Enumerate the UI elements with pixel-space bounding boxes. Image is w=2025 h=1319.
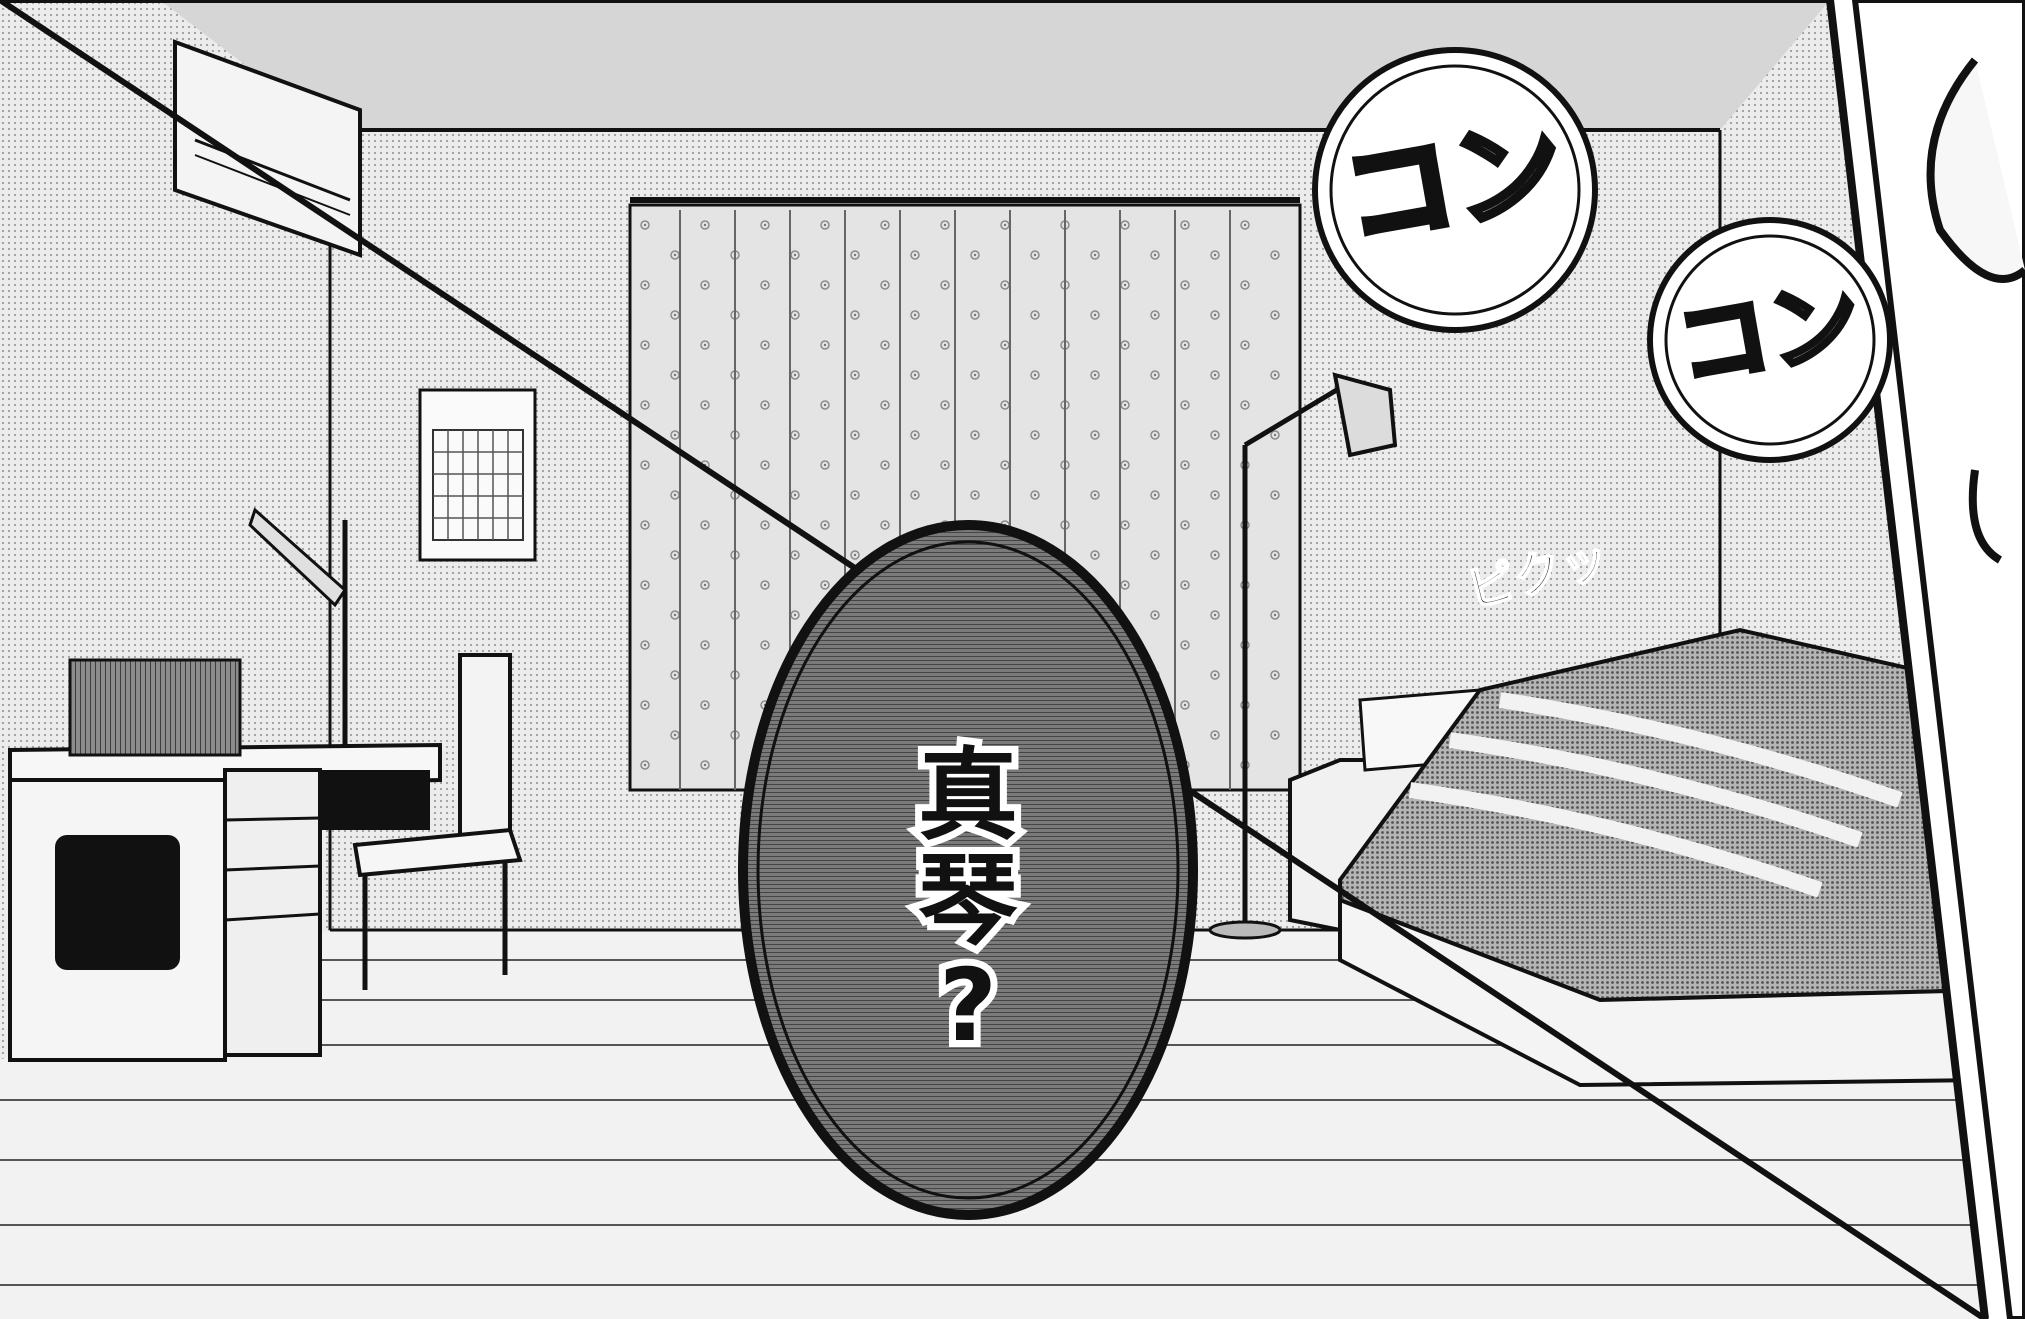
desk-bookshelf <box>68 658 242 757</box>
speech-text-line-1: 真 <box>918 737 1018 854</box>
ceiling <box>160 0 1830 130</box>
speech-text-line-2: 琴 <box>918 842 1018 959</box>
wall-calendar <box>418 388 537 562</box>
desk-chair <box>352 653 523 990</box>
bed <box>1288 627 1985 1088</box>
adjacent-panel <box>1851 0 2025 1319</box>
knock-sfx-bubble-1: コン <box>1312 47 1598 333</box>
floor-lamp <box>1208 372 1398 940</box>
school-backpack <box>55 835 180 970</box>
desk <box>8 507 442 1062</box>
speech-balloon: 真 琴 ? <box>738 520 1198 1220</box>
knock-sfx-bubble-2: コン <box>1647 217 1893 463</box>
speech-text-line-3: ? <box>939 947 997 1064</box>
